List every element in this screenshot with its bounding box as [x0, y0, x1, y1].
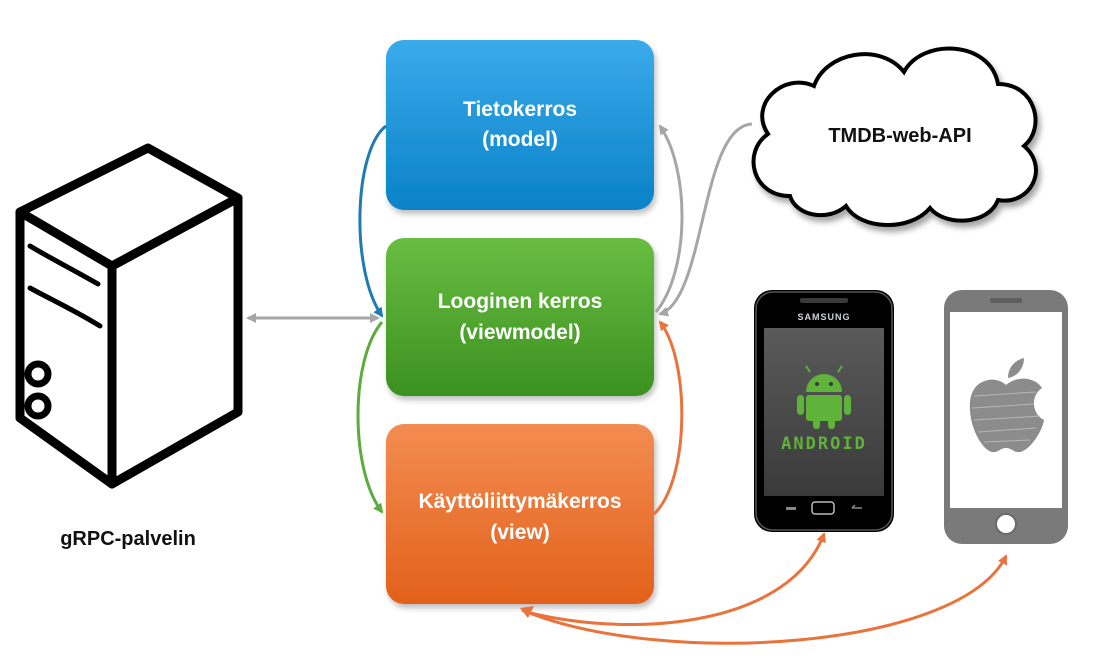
arrow-head-view-start	[520, 606, 534, 618]
layer-model-subtitle: (model)	[482, 128, 558, 151]
server-icon	[15, 143, 243, 489]
layer-box-viewmodel	[386, 238, 654, 396]
cloud-label: TMDB-web-API	[828, 125, 971, 147]
server-label: gRPC-palvelin	[60, 528, 196, 550]
iphone-home-button	[995, 513, 1017, 535]
layer-box-model	[386, 40, 654, 210]
android-menu-key	[786, 507, 796, 510]
android-brand: SAMSUNG	[797, 312, 850, 322]
layer-viewmodel-title: Looginen kerros	[438, 290, 603, 313]
layer-box-view	[386, 424, 654, 604]
android-back-key	[851, 504, 862, 509]
android-phone: ANDROID SAMSUNG	[754, 290, 894, 532]
layer-view-title: Käyttöliittymäkerros	[418, 490, 621, 513]
layer-view-subtitle: (view)	[490, 521, 550, 544]
android-home-button	[811, 501, 835, 515]
cloud-icon	[751, 46, 1038, 227]
arrow-view-to-viewmodel	[652, 320, 684, 516]
iphone	[944, 290, 1068, 544]
android-os-word: ANDROID	[781, 434, 867, 454]
apple-logo-icon	[969, 358, 1044, 453]
layer-model-title: Tietokerros	[463, 98, 577, 121]
arrow-viewmodel-to-view	[356, 321, 384, 514]
layer-viewmodel-subtitle: (viewmodel)	[459, 321, 580, 344]
arrow-api-to-viewmodel	[658, 122, 753, 317]
android-robot-icon	[797, 365, 851, 429]
arrow-model-to-viewmodel	[358, 124, 387, 318]
arrow-view-to-iphone	[521, 554, 1008, 645]
arrow-view-to-android	[525, 532, 826, 627]
arrow-viewmodel-to-model	[654, 124, 684, 313]
